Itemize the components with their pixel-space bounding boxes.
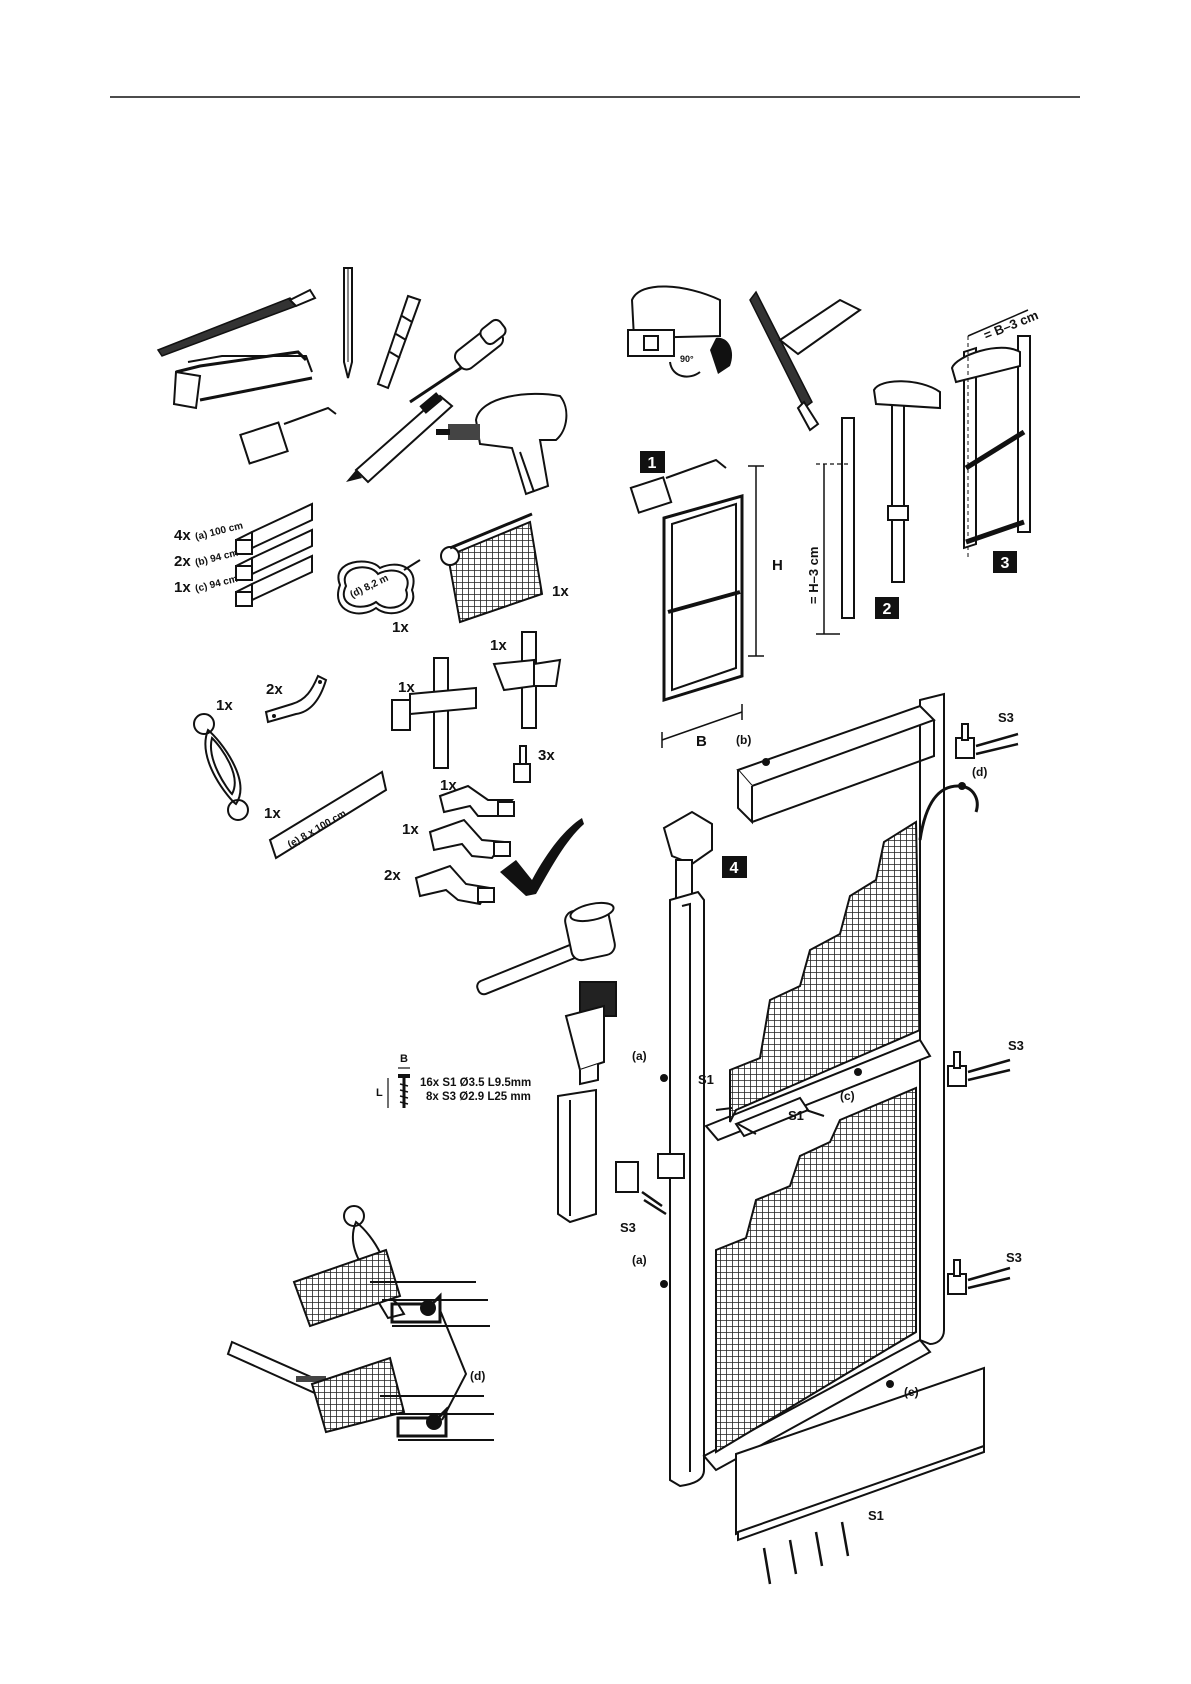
cut-height-label: = H–3 cm [806, 547, 821, 604]
cut-profiles-illustration [842, 381, 940, 618]
qty-profile-a: 4x [174, 527, 191, 544]
screen-mesh-upper [730, 822, 920, 1122]
part-s1-bottom-label: S1 [868, 1508, 884, 1523]
qty-corner-1: 1x [440, 777, 457, 794]
step-1-number: 1 [648, 455, 657, 472]
tools-group [158, 268, 566, 494]
qty-strip: 1x [264, 805, 281, 822]
pencil-icon [344, 268, 352, 378]
step-3: 3 = B–3 cm [952, 307, 1040, 573]
file-profile-illustration [750, 292, 860, 430]
qty-hinge: 3x [538, 747, 555, 764]
hinge-pin-illustration [514, 746, 530, 782]
hacksaw-icon [174, 352, 312, 408]
utility-knife-icon [346, 392, 452, 482]
screw-dim-b: B [400, 1053, 408, 1065]
part-c-label: (c) [840, 1089, 855, 1103]
cut-width-label: = B–3 cm [982, 307, 1041, 342]
cord-insertion-detail: (d) [228, 1206, 494, 1440]
part-s3-bottom-label: S3 [1006, 1250, 1022, 1265]
door-handle-illustration [194, 714, 248, 820]
step-4: 4 [475, 694, 1024, 1584]
part-e-label: (e) [904, 1385, 919, 1399]
qty-tee-connector: 1x [490, 637, 507, 654]
part-a-upper-label: (a) [632, 1049, 647, 1063]
dimension-h: H [772, 557, 783, 574]
qty-profile-c: 1x [174, 579, 191, 596]
part-s3-top-label: S3 [998, 710, 1014, 725]
part-b-label: (b) [736, 733, 751, 747]
cordless-drill-icon [436, 394, 566, 494]
label-profile-b: (b) 94 cm [194, 548, 239, 569]
angle-label: 90° [680, 354, 694, 364]
part-a-lower-label: (a) [632, 1253, 647, 1267]
part-s3-middle-label: S3 [1008, 1038, 1024, 1053]
hinge-bottom-illustration [948, 1260, 1010, 1294]
screw-icon [388, 1068, 410, 1108]
step-3-number: 3 [1001, 555, 1010, 572]
corner-connectors-illustration [416, 786, 514, 904]
screw-spec-line-1: 16x S1 Ø3.5 L9.5mm [420, 1077, 531, 1089]
qty-handle: 1x [216, 697, 233, 714]
door-frame-measure-illustration [664, 496, 742, 700]
screw-spec-line-2: 8x S3 Ø2.9 L25 mm [426, 1091, 531, 1103]
part-d-label: (d) [972, 765, 987, 779]
step-1: 1 H B [631, 451, 783, 750]
cutting-tools-top: 90° [628, 286, 860, 430]
qty-profile-b: 2x [174, 553, 191, 570]
qty-corner-3: 2x [384, 867, 401, 884]
profile-insertion-illustration [558, 982, 616, 1222]
hinge-middle-illustration [948, 1052, 1010, 1086]
label-profile-c: (c) 94 cm [194, 574, 239, 595]
qty-cord: 1x [392, 619, 409, 636]
step-2-number: 2 [883, 601, 892, 618]
dimension-b: B [696, 733, 707, 750]
qty-mesh: 1x [552, 583, 569, 600]
mesh-roll-illustration [441, 514, 542, 622]
profile-bundle-illustration [236, 504, 312, 606]
qty-clip: 2x [266, 681, 283, 698]
step-4-number: 4 [730, 860, 739, 877]
screw-dim-l: L [376, 1087, 383, 1099]
cross-connector-illustration [392, 658, 476, 768]
assembled-frame-illustration [952, 336, 1030, 548]
screwdriver-icon [410, 318, 508, 402]
kit-contents: 4x (a) 100 cm 2x (b) 94 cm 1x (c) 94 cm … [174, 504, 584, 904]
label-cord-d: (d) 8,2 m [348, 573, 390, 601]
part-s3-left-label: S3 [620, 1220, 636, 1235]
file-tool-icon [158, 290, 315, 356]
detail-part-d: (d) [470, 1369, 485, 1383]
hinge-top-illustration [956, 724, 1018, 758]
screw-spec: B L 16x S1 Ø3.5 L9.5mm 8x S3 Ø2.9 L25 mm [376, 1053, 531, 1108]
drill-bit-icon [378, 296, 420, 388]
corner-connector-closeup [664, 812, 712, 900]
qty-cross-connector: 1x [398, 679, 415, 696]
checkmark-icon [500, 818, 584, 896]
qty-corner-2: 1x [402, 821, 419, 838]
step-2: 2 = H–3 cm [806, 381, 940, 634]
tape-measure-icon [240, 408, 336, 463]
part-s1-right-label: S1 [788, 1108, 804, 1123]
part-s1-left-label: S1 [698, 1072, 714, 1087]
